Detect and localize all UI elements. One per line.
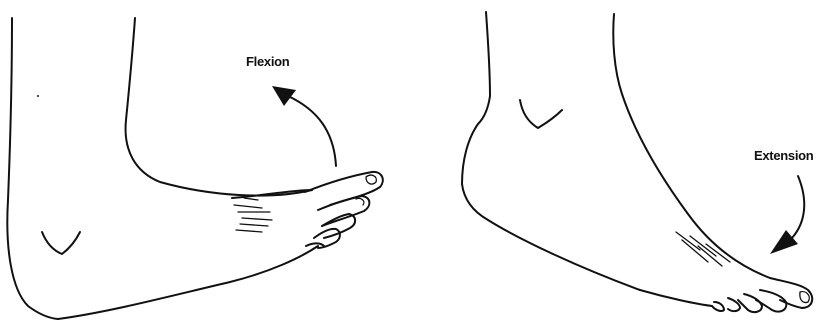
extension-arrow-curve (792, 176, 804, 238)
left-foot-tendon-lines (234, 198, 272, 232)
left-foot-sole-outline (58, 246, 318, 319)
left-foot-second-toe (318, 196, 369, 226)
left-foot-shin-outline (126, 18, 312, 196)
right-foot-third-toe (738, 294, 762, 312)
right-foot-shin-outline (613, 14, 770, 278)
left-foot-second-toenail (356, 198, 364, 205)
left-foot-stray-dot (37, 95, 39, 97)
left-foot-illustration (7, 18, 382, 319)
left-foot-dorsum-outline (232, 190, 312, 198)
left-foot-little-toe (306, 243, 324, 246)
extension-label: Extension (754, 148, 814, 163)
flexion-arrowhead (272, 86, 296, 106)
left-foot-heel-outline (7, 18, 58, 319)
flexion-arrow-curve (288, 96, 336, 166)
right-foot-ankle-bone (520, 100, 562, 128)
extension-arrowhead (770, 230, 798, 254)
right-foot-little-toe (712, 302, 724, 311)
right-foot-sole-outline (640, 290, 712, 306)
flexion-arrow (272, 86, 336, 166)
extension-arrow (770, 176, 804, 254)
flexion-label: Flexion (246, 54, 290, 69)
left-foot-ankle-bone (42, 232, 80, 254)
right-foot-big-toenail (800, 292, 809, 303)
left-foot-big-toenail (366, 175, 376, 184)
left-foot-third-toe (322, 214, 355, 238)
